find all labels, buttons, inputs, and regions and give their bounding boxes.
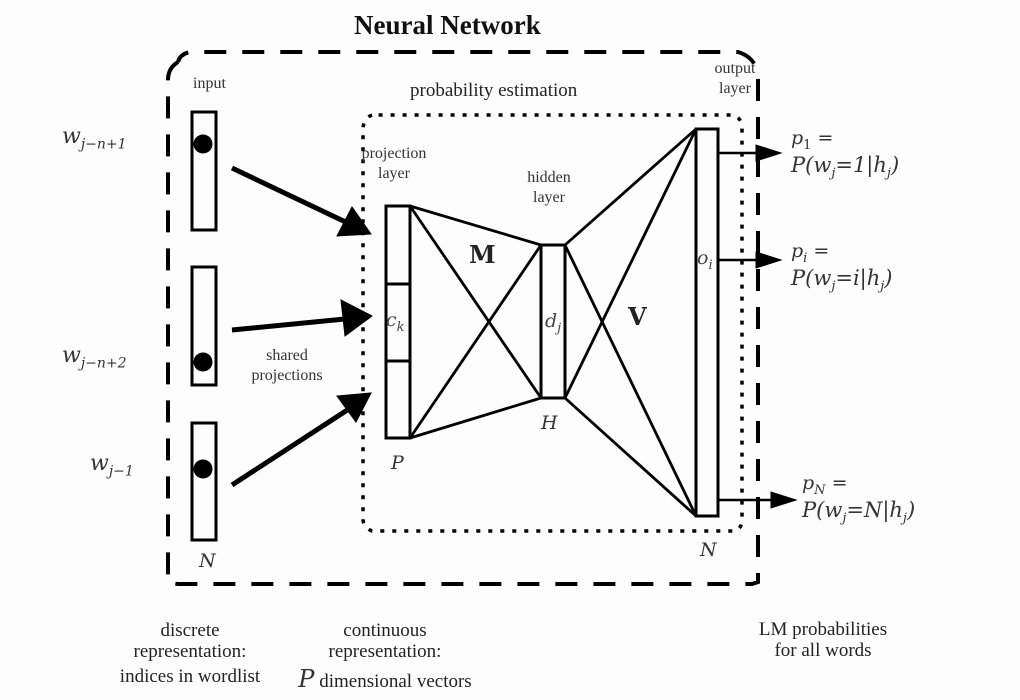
weights-v-connections — [563, 127, 698, 518]
input-vector-1 — [190, 110, 218, 232]
probability-estimation-label: probability estimation — [410, 80, 578, 101]
hidden-layer — [539, 243, 567, 400]
arrow-head — [755, 251, 783, 269]
hidden-unit-label: dj — [545, 310, 562, 336]
arrow-head — [336, 206, 372, 237]
active-index-dot — [193, 459, 213, 479]
output-probability-label: pN = P(wj=N|hj) — [802, 472, 916, 527]
probability-estimation-boundary — [361, 113, 744, 533]
arrow-head — [340, 299, 373, 337]
active-index-dot — [193, 352, 213, 372]
active-index-dot — [193, 134, 213, 154]
hidden-size-label: H — [541, 412, 558, 434]
output-arrows — [718, 144, 798, 509]
input-vector-2 — [190, 265, 218, 387]
output-unit-label: oi — [697, 247, 713, 273]
arrow-head — [336, 392, 372, 423]
input-vector-3 — [190, 421, 218, 542]
arrow-head — [770, 491, 798, 509]
output-probability-label: pi = P(wj=i|hj) — [791, 240, 893, 295]
output-layer-label: output layer — [714, 60, 756, 97]
input-word-label: wj−1 — [90, 451, 134, 480]
projection-arrows — [230, 165, 373, 488]
neural-network-boundary — [166, 50, 760, 586]
hidden-layer-label: hidden layer — [527, 169, 571, 206]
diagram-title: Neural Network — [354, 10, 541, 40]
weight-matrix-v-label: V — [628, 302, 647, 331]
output-probability-label: p1 = P(wj=1|hj) — [791, 127, 900, 182]
shared-projections-label: shared projections — [251, 347, 323, 384]
input-label: input — [193, 75, 226, 92]
output-size-label: N — [700, 539, 717, 561]
weights-m-connections — [408, 204, 543, 440]
projection-unit-label: ck — [386, 309, 405, 335]
lm-probabilities-caption: LM probabilities for all words — [758, 619, 888, 662]
input-size-label: N — [199, 550, 216, 572]
discrete-representation-caption: discrete representation: indices in word… — [119, 620, 261, 687]
projection-layer-label: projection layer — [361, 145, 427, 182]
input-word-label: wj−n+2 — [62, 343, 127, 372]
weight-matrix-m-label: M — [469, 240, 496, 269]
continuous-representation-caption: continuous representation: P dimensional… — [298, 620, 472, 693]
arrow-head — [755, 144, 783, 162]
projection-layer — [384, 204, 412, 440]
projection-size-label: P — [391, 452, 404, 474]
input-word-label: wj−n+1 — [62, 124, 127, 153]
output-layer — [694, 127, 720, 518]
